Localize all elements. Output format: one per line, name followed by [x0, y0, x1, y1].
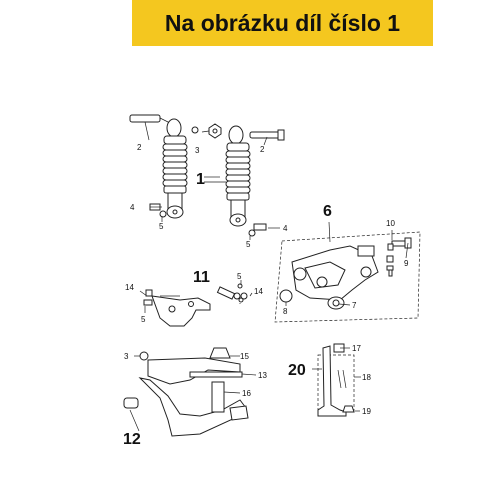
callout-9: 9: [404, 259, 409, 268]
callout-1: 1: [196, 171, 205, 188]
bolts-group-11: [216, 283, 248, 303]
nut-top-middle: [191, 123, 222, 139]
callout-3: 3: [195, 146, 200, 155]
callout-3: 3: [124, 352, 129, 361]
banner-text: Na obrázku díl číslo 1: [164, 9, 401, 36]
shock-absorber-left: [129, 114, 188, 219]
side-stand: [317, 343, 355, 417]
callout-16: 16: [242, 389, 251, 398]
callout-8: 8: [283, 307, 288, 316]
callout-17: 17: [352, 344, 361, 353]
bolt-top-right: [249, 129, 285, 141]
bolt-parts-9-10: [386, 237, 412, 277]
callout-2: 2: [137, 143, 142, 152]
callout-5: 5: [141, 315, 146, 324]
bolt-right-lower: [248, 223, 267, 237]
main-stand: [123, 347, 249, 437]
group-box-6: [274, 231, 421, 323]
callout-labels: 2 2 3 1 4 5 4 5 6 7 8 9 10 11 14 5 5 14 …: [123, 143, 409, 448]
plate-bracket: [143, 289, 211, 327]
callout-11: 11: [193, 269, 210, 286]
callout-6: 6: [323, 203, 332, 220]
bolt-left-lower: [149, 203, 167, 218]
callout-14: 14: [254, 287, 263, 296]
bracket-assembly: [279, 245, 379, 310]
callout-5: 5: [237, 272, 242, 281]
callout-19: 19: [362, 407, 371, 416]
callout-10: 10: [386, 219, 395, 228]
callout-5: 5: [159, 222, 164, 231]
callout-2: 2: [260, 145, 265, 154]
callout-18: 18: [362, 373, 371, 382]
callout-20: 20: [288, 362, 306, 379]
callout-4: 4: [130, 203, 135, 212]
callout-13: 13: [258, 371, 267, 380]
callout-7: 7: [352, 301, 357, 310]
callout-5: 5: [246, 240, 251, 249]
callout-4: 4: [283, 224, 288, 233]
leader-lines: [129, 121, 409, 432]
shock-absorber-right: [225, 125, 251, 227]
title-banner: Na obrázku díl číslo 1: [132, 0, 433, 46]
callout-14: 14: [125, 283, 134, 292]
callout-12: 12: [123, 431, 141, 448]
callout-15: 15: [240, 352, 249, 361]
